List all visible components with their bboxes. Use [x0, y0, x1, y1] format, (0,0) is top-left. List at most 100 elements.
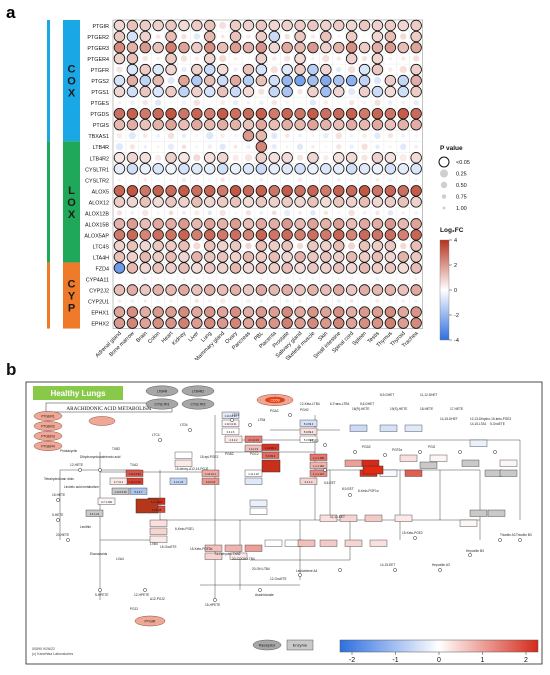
- pathway-colorbar-label: 0: [437, 657, 441, 664]
- dot: [152, 74, 164, 87]
- dot: [242, 185, 255, 197]
- dot: [410, 107, 422, 120]
- dot: [216, 229, 229, 241]
- metabolite-label: 16(R)-HETE: [352, 407, 370, 411]
- dot: [285, 178, 289, 182]
- enzyme-box: [394, 514, 413, 522]
- dot: [139, 196, 151, 208]
- metabolite-node: [188, 428, 192, 432]
- dot: [333, 262, 345, 274]
- metabolite-node: [393, 568, 397, 572]
- dot: [335, 132, 342, 139]
- dot: [294, 63, 306, 76]
- group-letter: P: [68, 303, 75, 315]
- dot: [281, 41, 293, 54]
- dot: [219, 143, 226, 150]
- dot: [358, 19, 371, 32]
- dot: [128, 132, 136, 140]
- enzyme-box: [361, 459, 380, 467]
- dot: [401, 211, 405, 215]
- pathway-colorbar-label: 2: [524, 657, 528, 664]
- dot: [165, 262, 177, 274]
- dot: [139, 284, 151, 296]
- dot: [126, 152, 139, 164]
- ec-code: 3.3.2.6: [227, 430, 235, 434]
- dot: [371, 262, 384, 274]
- dot: [130, 298, 135, 304]
- dot: [139, 152, 151, 164]
- dot: [178, 262, 190, 274]
- dot: [345, 218, 358, 230]
- dot: [410, 152, 422, 164]
- dot: [268, 152, 280, 164]
- dot: [242, 262, 255, 274]
- dot: [307, 74, 319, 87]
- dot: [400, 33, 407, 40]
- metabolite-label: 11,12-DHET: [420, 393, 438, 397]
- dot: [156, 145, 160, 149]
- dot: [371, 240, 384, 252]
- dot: [193, 99, 201, 106]
- dot: [206, 132, 214, 140]
- dot: [410, 74, 422, 87]
- dot: [165, 52, 177, 65]
- dot: [126, 52, 139, 65]
- metabolite-label: PGI2: [428, 445, 435, 449]
- dot: [191, 74, 203, 87]
- dot: [181, 66, 187, 73]
- metabolite-label: LTE4: [232, 413, 240, 417]
- dot: [142, 209, 149, 217]
- dot: [320, 185, 332, 197]
- dot: [219, 209, 226, 217]
- dot: [165, 306, 177, 318]
- dot: [126, 251, 139, 263]
- metabolite-label: 15-Keto-PGF2α: [190, 547, 213, 551]
- metabolite-node: [98, 468, 102, 472]
- metabolite-label: PGF2α: [392, 448, 402, 452]
- dot: [115, 143, 124, 151]
- dot: [229, 163, 242, 175]
- dot: [311, 144, 315, 149]
- heatmap-dots: [113, 19, 422, 329]
- dot: [307, 251, 319, 263]
- dot: [234, 211, 237, 215]
- metabolite-label: PGH2: [300, 408, 309, 412]
- dot: [152, 107, 164, 120]
- dot: [167, 77, 175, 85]
- dot: [307, 284, 319, 296]
- dot: [384, 240, 397, 252]
- dot: [388, 145, 392, 149]
- enzyme-box: [379, 424, 398, 432]
- dot: [216, 118, 229, 131]
- dot: [371, 52, 384, 65]
- dot: [333, 218, 345, 230]
- dot: [311, 178, 315, 181]
- metabolite-label: Trioxilin A3: [500, 533, 516, 537]
- enzyme-box: [97, 497, 116, 505]
- dot: [333, 240, 345, 252]
- dot: [131, 178, 134, 181]
- dot: [191, 118, 203, 131]
- ec-code: 3.1.1.4: [305, 480, 313, 484]
- dot: [371, 229, 384, 241]
- dot: [273, 178, 276, 181]
- dot: [323, 210, 329, 216]
- dot: [374, 99, 381, 106]
- enzyme-box: [297, 539, 316, 547]
- dot: [244, 154, 253, 162]
- enzyme-box: [469, 509, 488, 517]
- dot: [294, 317, 306, 329]
- ec-code: 5.3.99.3: [304, 422, 314, 426]
- group-letter: O: [67, 197, 76, 209]
- dot: [242, 107, 255, 120]
- metabolite-node: [383, 453, 387, 457]
- dot: [294, 30, 306, 43]
- dot: [374, 132, 381, 139]
- dot: [358, 218, 371, 230]
- ec-code: 3.4.13.19: [248, 438, 259, 442]
- dot: [410, 306, 422, 318]
- dot: [126, 30, 139, 43]
- dot: [399, 65, 407, 74]
- dot: [345, 229, 358, 241]
